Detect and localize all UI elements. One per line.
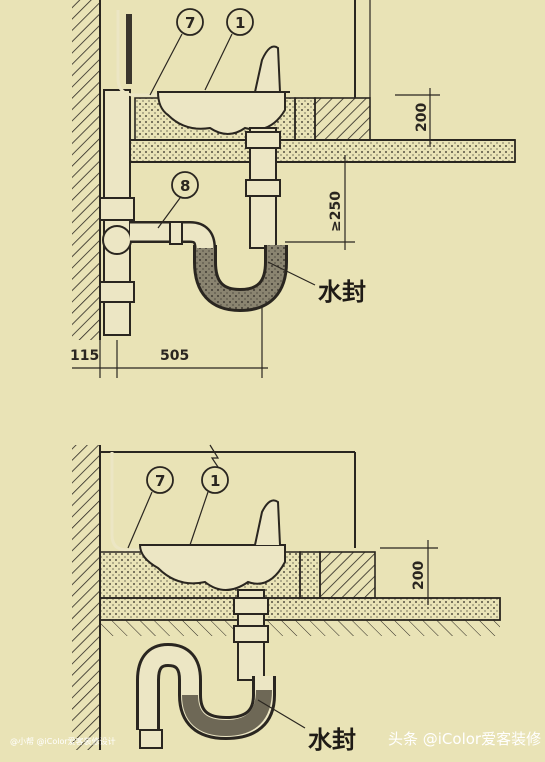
callout-circle-7 bbox=[146, 466, 174, 494]
trap-label-top: 水封 bbox=[318, 278, 366, 306]
dim-200-top: 200 bbox=[414, 103, 430, 132]
tee-fitting bbox=[102, 225, 132, 255]
callout-1-label: 1 bbox=[210, 472, 220, 490]
callout-circle-8 bbox=[171, 171, 199, 199]
step-block bbox=[314, 97, 371, 141]
ground-fill bbox=[100, 620, 500, 636]
callout-7-label: 7 bbox=[185, 14, 195, 32]
supply-pipe bbox=[117, 10, 162, 96]
wall-hatch bbox=[72, 0, 100, 340]
callout-circle-1 bbox=[201, 466, 229, 494]
urinal-bowl bbox=[138, 544, 286, 591]
dim-250: ≥250 bbox=[328, 191, 344, 232]
step-block bbox=[319, 551, 376, 599]
wall-hatch bbox=[72, 445, 100, 750]
callout-circle-7 bbox=[176, 8, 204, 36]
bottom-diagram: 7 1 200 水封 bbox=[72, 444, 501, 754]
dim-505: 505 bbox=[160, 348, 189, 364]
stack-coupling bbox=[99, 197, 135, 221]
callout-8-label: 8 bbox=[180, 177, 190, 195]
urinal-back bbox=[254, 499, 281, 546]
top-diagram: 7 1 8 200 ≥250 水封 115 505 bbox=[70, 0, 516, 378]
callout-7-label: 7 bbox=[155, 472, 165, 490]
callout-circle-1 bbox=[226, 8, 254, 36]
dim-200-bottom: 200 bbox=[411, 561, 427, 590]
watermark-small: @小帮 @iColor爱客装修设计 bbox=[10, 736, 116, 746]
urinal-back bbox=[254, 45, 281, 93]
dim-115: 115 bbox=[70, 348, 99, 364]
trap-label-bottom: 水封 bbox=[308, 726, 356, 754]
watermark-main: 头条 @iColor爱客装修 bbox=[388, 730, 541, 748]
supply-pipe bbox=[111, 452, 150, 551]
floor-slab bbox=[99, 597, 501, 621]
floor-slab bbox=[129, 139, 516, 163]
callout-1-label: 1 bbox=[235, 14, 245, 32]
stack-coupling bbox=[99, 281, 135, 303]
